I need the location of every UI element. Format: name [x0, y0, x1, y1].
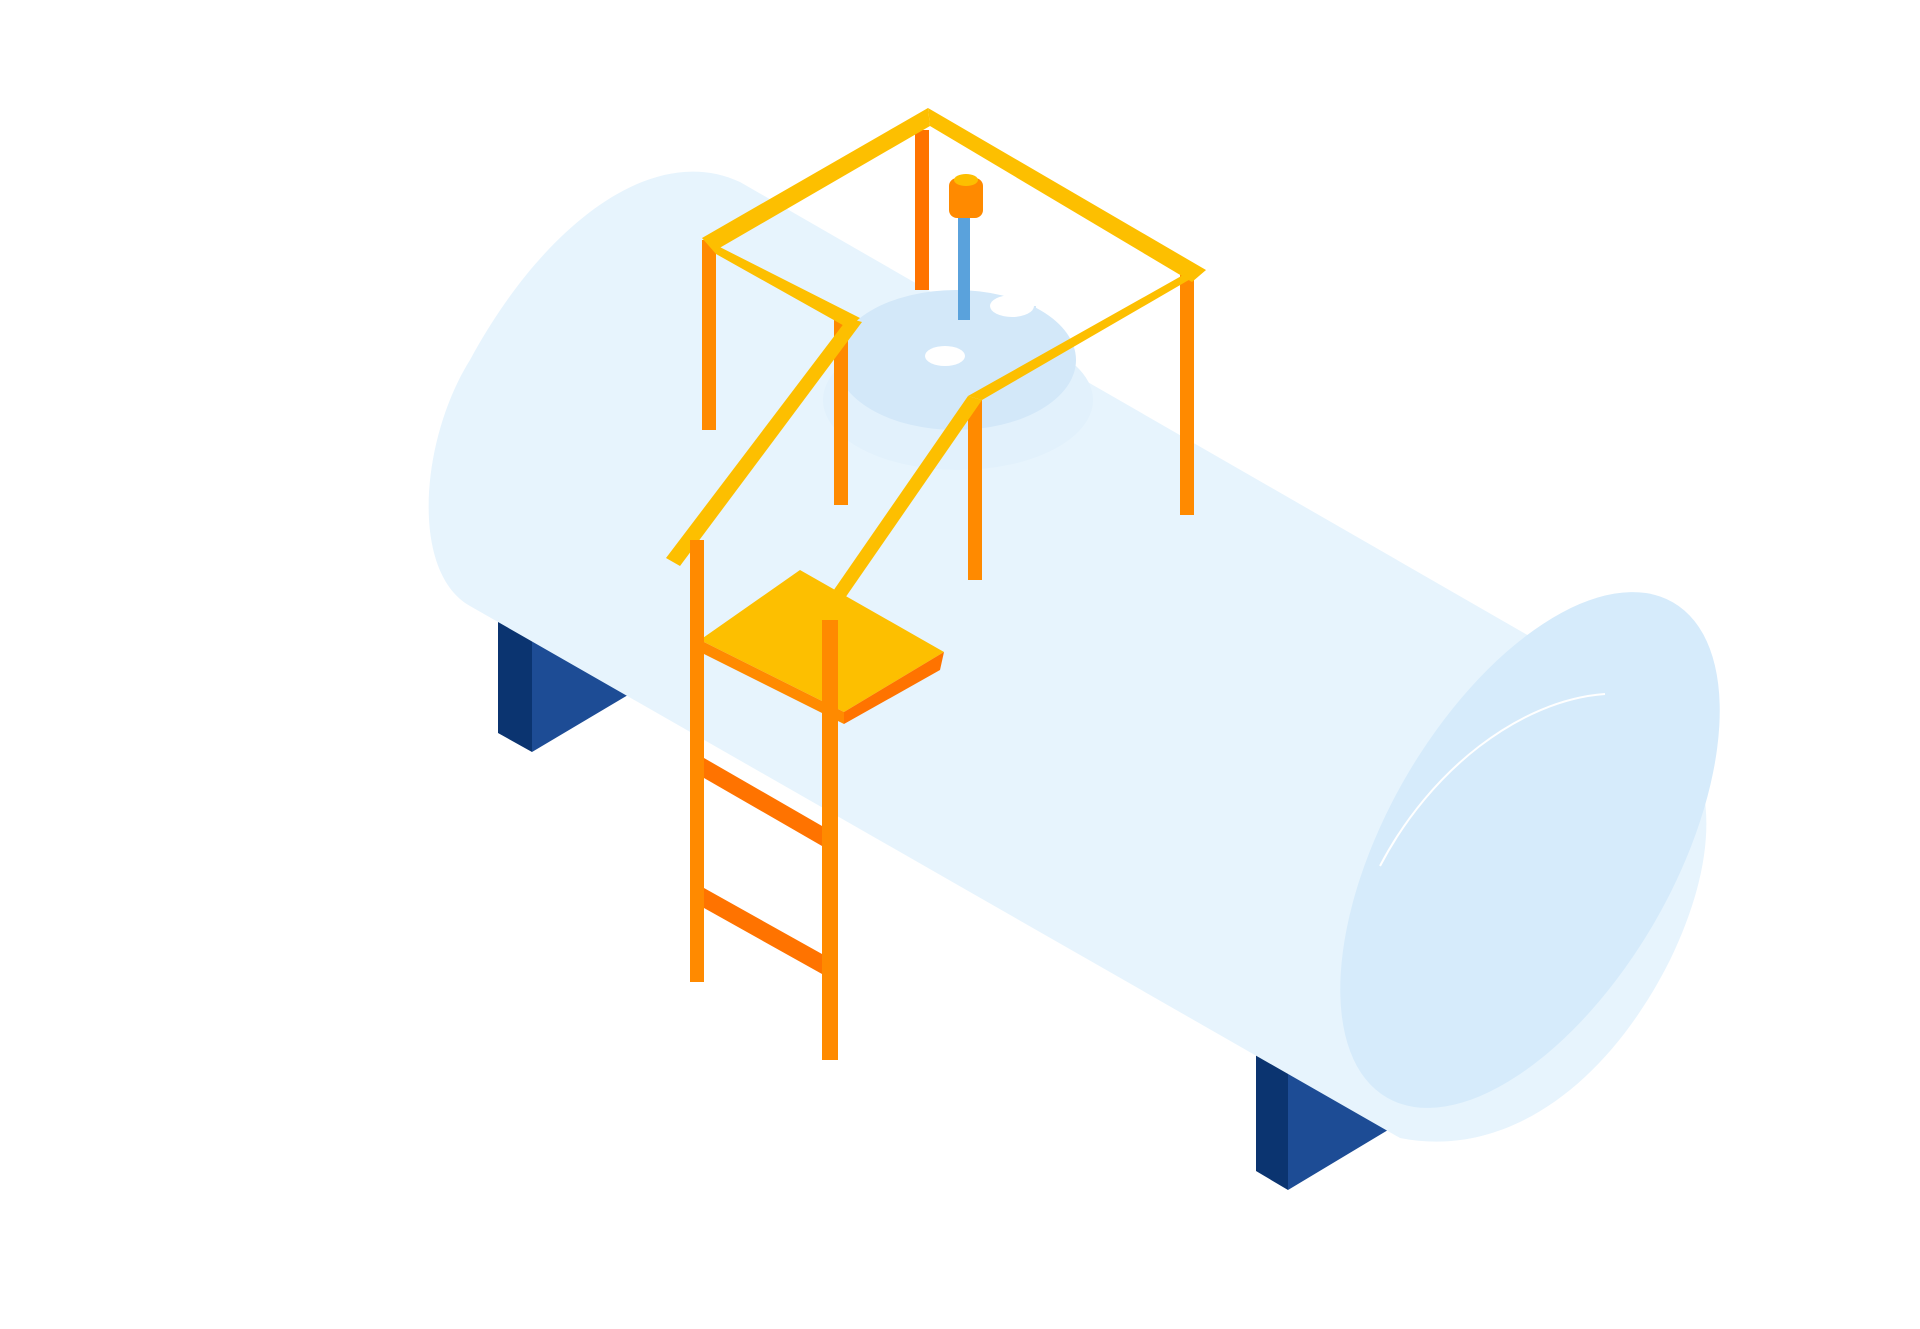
rail-back-left — [702, 108, 930, 250]
post-mid — [968, 400, 982, 580]
vent-pipe-shaft — [958, 210, 970, 320]
rail-right — [968, 270, 1206, 400]
ladder-rung-1 — [704, 758, 822, 846]
tank-cap-highlight — [1379, 693, 1606, 867]
saddle-left-side — [498, 612, 532, 752]
ladder-rail-left — [690, 540, 704, 982]
saddle-left-face — [532, 632, 628, 752]
platform-edge-front — [700, 640, 844, 724]
saddle-support-left — [498, 612, 628, 752]
ladder-rung-2 — [704, 888, 822, 974]
post-front-left — [834, 320, 848, 505]
nozzle-left-top — [925, 346, 965, 366]
vent-cap — [949, 178, 983, 218]
nozzle-right-top — [990, 295, 1034, 317]
saddle-support-right — [1256, 1052, 1388, 1190]
platform-edge-right — [844, 652, 944, 724]
saddle-right-side — [1256, 1052, 1288, 1190]
handrail-right — [802, 396, 982, 640]
guard-rail — [666, 108, 1206, 640]
post-back — [915, 130, 929, 290]
handrail-left — [666, 318, 862, 566]
ladder — [690, 540, 838, 1060]
vent-cap-top — [954, 174, 978, 186]
ladder-rail-right — [822, 620, 838, 1060]
tank — [428, 171, 1720, 1142]
rail-back-right — [928, 108, 1206, 282]
post-right — [1180, 270, 1194, 515]
vent-pipe — [949, 174, 983, 320]
saddle-right-face — [1288, 1070, 1388, 1190]
post-left — [702, 240, 716, 430]
rail-left — [702, 238, 860, 328]
tank-end-cap — [1340, 592, 1720, 1108]
